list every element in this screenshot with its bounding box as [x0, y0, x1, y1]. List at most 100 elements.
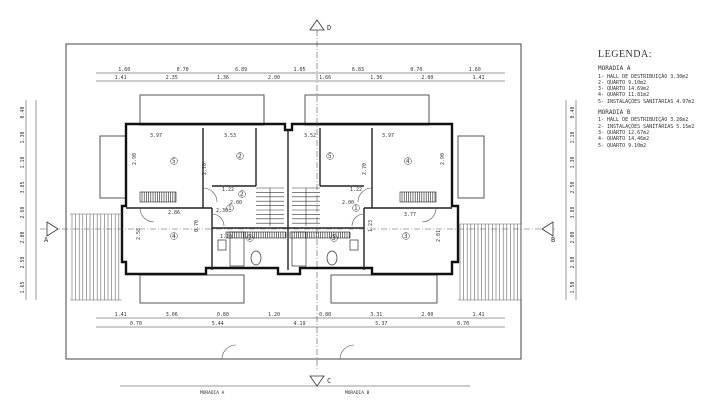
legend-item: 2- INSTALAÇÕES SANITÁRIAS 5.15m2 — [598, 123, 695, 130]
wardrobe — [139, 191, 177, 203]
dimension-text: 2.00 — [268, 75, 280, 81]
wardrobe — [225, 231, 287, 239]
room-number: 3 — [332, 235, 336, 242]
dimension-text: 0.70 — [177, 67, 189, 73]
dimension-text: 2.90 — [132, 153, 138, 165]
room-number: 5 — [328, 153, 332, 160]
dimension-text: 0.70 — [194, 220, 200, 232]
legend-item: 5- INSTALAÇÕES SANITÁRIAS 4.97m2 — [598, 98, 695, 105]
room-number-circle — [170, 232, 178, 240]
building-walls — [120, 122, 460, 276]
wardrobe — [289, 231, 351, 239]
section-label-bottom: C — [327, 377, 331, 385]
room-number-circle — [326, 152, 334, 160]
room-number-circle — [246, 234, 254, 242]
dimension-text: 3.97 — [382, 133, 394, 139]
dimension-text: 3.85 — [20, 181, 26, 193]
dimension-text: 2.00 — [421, 312, 433, 318]
dimension-text: 1.10 — [570, 131, 576, 143]
room-number: 4 — [406, 158, 410, 165]
bathroom-fixtures — [217, 231, 359, 267]
legend-group-a: MORADIA A 1- HALL DE DESTRIBUIÇÃO 3.30m2… — [598, 65, 702, 105]
dimension-text: 1.36 — [217, 75, 229, 81]
room-number: 2 — [248, 235, 252, 242]
dimension-text: 2.00 — [421, 75, 433, 81]
room-number: 1 — [228, 205, 232, 212]
dimension-text: 6.83 — [352, 67, 364, 73]
dimension-text: 2.70 — [362, 163, 368, 175]
dimension-text: 3.52 — [304, 133, 316, 139]
legend-item: 1- HALL DE DESTRIBUIÇÃO 3.30m2 — [598, 73, 689, 80]
section-lines — [40, 30, 555, 370]
room-number-circle — [330, 234, 338, 242]
dimension-text: 1.30 — [570, 156, 576, 168]
room-number-circle — [238, 190, 246, 198]
room-number-circle — [236, 152, 244, 160]
dimension-text: 1.10 — [20, 156, 26, 168]
room-number: 4 — [172, 233, 176, 240]
dimension-text: 3.53 — [224, 133, 236, 139]
dimension-text: 3.06 — [166, 312, 178, 318]
dimension-text: 1.66 — [319, 75, 331, 81]
legend-title: LEGENDA: — [598, 49, 652, 60]
dimension-text: 1.60 — [118, 67, 130, 73]
dimension-text: 1.23 — [368, 220, 374, 232]
dimension-text: 3.88 — [570, 206, 576, 218]
dimension-text: 1.41 — [115, 75, 127, 81]
dimension-text: 5.37 — [375, 321, 387, 327]
lot-outline — [65, 43, 522, 360]
dimension-text: 4.19 — [294, 321, 306, 327]
section-markers — [46, 19, 554, 387]
dimension-lines — [25, 72, 577, 387]
dimension-text: 1.22 — [222, 187, 234, 193]
legend-group-name: MORADIA A — [598, 65, 631, 73]
dimension-text: 1.05 — [294, 67, 306, 73]
dimension-text: 3.77 — [404, 212, 416, 218]
dimension-text: 1.22 — [350, 187, 362, 193]
stairs — [256, 187, 320, 226]
dimension-text: 5.44 — [212, 321, 224, 327]
dimension-text: 2.30 — [216, 208, 228, 214]
dimension-text: 2.86 — [168, 210, 180, 216]
legend-item: 5- QUARTO 9.10m2 — [598, 142, 647, 149]
dimension-text: 1.41 — [472, 75, 484, 81]
side-railings — [70, 213, 522, 301]
dimension-text: 2.60 — [570, 256, 576, 268]
room-number-circle — [404, 157, 412, 165]
room-number-circle — [226, 204, 234, 212]
room-number-circle — [170, 157, 178, 165]
dimension-text: 2.35 — [166, 75, 178, 81]
dimension-text: 0.80 — [319, 312, 331, 318]
dimension-text: 1.41 — [115, 312, 127, 318]
dimension-text: 1.41 — [472, 312, 484, 318]
room-number: 2 — [238, 153, 242, 160]
dimension-text: 1.60 — [469, 67, 481, 73]
room-number: 1 — [354, 205, 358, 212]
house-labels: MORADIA A MORADIA B — [200, 390, 370, 396]
house-label-b: MORADIA B — [345, 390, 370, 396]
dimension-text: 1.36 — [370, 75, 382, 81]
legend-group-b: MORADIA B 1- HALL DE DESTRIBUIÇÃO 3.26m2… — [598, 109, 702, 149]
dimension-text: 3.97 — [150, 133, 162, 139]
legend-item: 4- QUARTO 14.46m2 — [598, 136, 650, 143]
dimension-text: 2.60 — [20, 206, 26, 218]
door-swings — [139, 187, 437, 360]
dimension-text: 2.00 — [342, 200, 354, 206]
dimension-text: 1.30 — [20, 131, 26, 143]
legend-item: 3- QUARTO 12.67m2 — [598, 129, 650, 136]
legend-group-name: MORADIA B — [598, 109, 631, 117]
legend-item: 3- QUARTO 14.69m2 — [598, 86, 650, 93]
section-label-left: A — [44, 236, 49, 244]
dimension-text: 1.20 — [268, 312, 280, 318]
wardrobes — [139, 191, 437, 239]
dimension-text: 2.70 — [202, 163, 208, 175]
room-number-circle — [352, 204, 360, 212]
dimension-text: 1.50 — [570, 281, 576, 293]
dimension-text: 0.70 — [130, 321, 142, 327]
dimension-text: 2.01 — [436, 230, 442, 242]
dimension-text: 6.89 — [235, 67, 247, 73]
dimension-text: 1.10 — [220, 234, 232, 240]
dimension-text: 2.50 — [20, 256, 26, 268]
